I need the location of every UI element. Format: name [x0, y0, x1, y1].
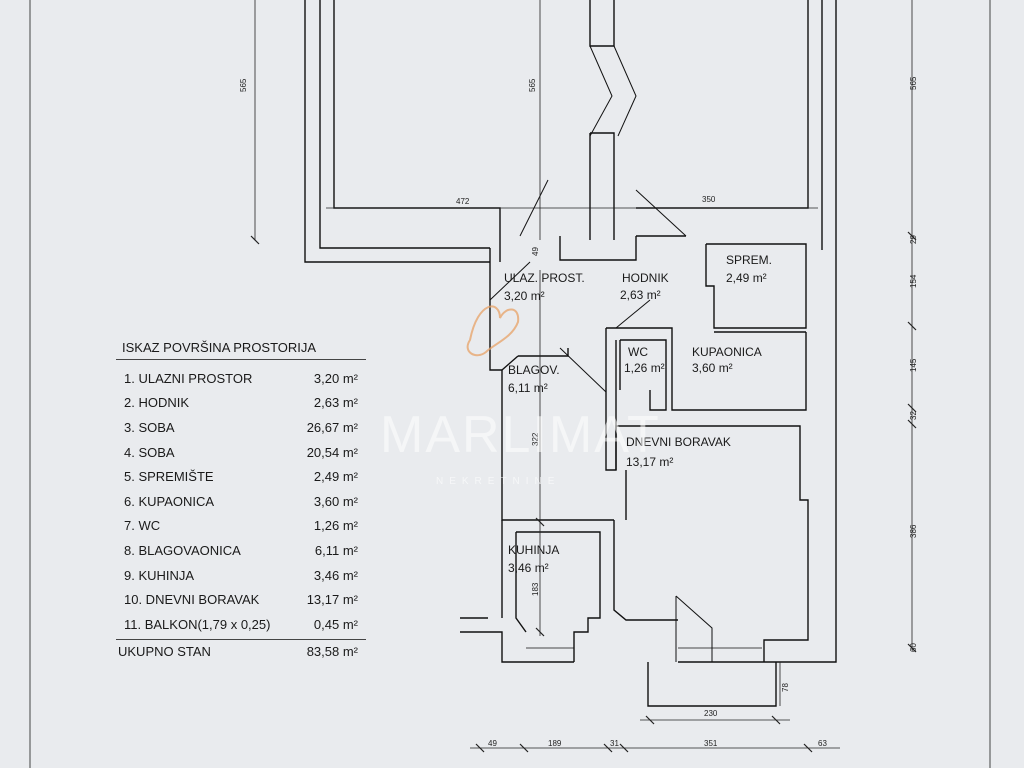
room-kuhinja-area: 3,46 m² — [508, 561, 549, 575]
legend-row: 4. SOBA 20,54 m² — [116, 440, 366, 465]
legend-row: 5. SPREMIŠTE 2,49 m² — [116, 464, 366, 489]
legend-label: 1. ULAZNI PROSTOR — [124, 370, 253, 386]
dim-29: 29 — [909, 235, 918, 244]
dim-78: 78 — [781, 683, 790, 692]
dim-bottom-49: 49 — [488, 739, 497, 748]
legend-row: 2. HODNIK 2,63 m² — [116, 391, 366, 416]
room-dnevni-area: 13,17 m² — [626, 455, 673, 469]
dim-565-right: 565 — [909, 76, 918, 90]
legend-label: 5. SPREMIŠTE — [124, 469, 214, 485]
legend-row: 6. KUPAONICA 3,60 m² — [116, 489, 366, 514]
legend-row: 8. BLAGOVAONICA 6,11 m² — [116, 538, 366, 563]
dim-350: 350 — [702, 195, 716, 204]
dim-565-left: 565 — [239, 78, 248, 92]
watermark: MARLIMAT NEKRETNINE — [380, 305, 661, 487]
legend-area: 26,67 m² — [306, 419, 358, 435]
legend-area: 6,11 m² — [314, 542, 358, 558]
legend-label: 4. SOBA — [124, 444, 175, 460]
dim-322: 322 — [531, 432, 540, 446]
legend-area: 3,20 m² — [313, 370, 358, 386]
legend-area: 3,60 m² — [313, 493, 358, 509]
legend-row: 1. ULAZNI PROSTOR 3,20 m² — [116, 366, 366, 391]
room-kupaonica-name: KUPAONICA — [692, 345, 762, 359]
dim-bottom-31: 31 — [610, 739, 619, 748]
legend-area: 13,17 m² — [306, 592, 358, 608]
room-dnevni-name: DNEVNI BORAVAK — [626, 435, 731, 449]
room-ulaz-name: ULAZ. PROST. — [504, 271, 585, 285]
dim-32: 32 — [909, 411, 918, 420]
dim-386: 386 — [909, 524, 918, 538]
squirrel-logo-icon — [466, 305, 520, 357]
legend-title: ISKAZ POVRŠINA PROSTORIJA — [116, 338, 366, 360]
legend-area: 20,54 m² — [306, 444, 358, 460]
legend-area: 3,46 m² — [313, 567, 358, 583]
room-wc-name: WC — [628, 345, 648, 359]
dim-49-top: 49 — [531, 247, 540, 256]
room-sprem-area: 2,49 m² — [726, 271, 767, 285]
legend-area: 2,49 m² — [313, 469, 358, 485]
legend-row: 9. KUHINJA 3,46 m² — [116, 563, 366, 588]
dim-145: 145 — [909, 358, 918, 372]
legend-area: 0,45 m² — [313, 616, 358, 632]
legend-row: 3. SOBA 26,67 m² — [116, 415, 366, 440]
legend-label: 10. DNEVNI BORAVAK — [124, 592, 260, 608]
room-ulaz-area: 3,20 m² — [504, 289, 545, 303]
legend-label: 6. KUPAONICA — [124, 493, 215, 509]
doors — [489, 45, 713, 662]
room-kuhinja-name: KUHINJA — [508, 543, 559, 557]
room-blagov-area: 6,11 m² — [508, 381, 548, 395]
legend-label: 2. HODNIK — [124, 395, 190, 411]
dim-154: 154 — [909, 274, 918, 288]
legend-row: 11. BALKON(1,79 x 0,25) 0,45 m² — [116, 612, 366, 637]
dim-60: 60 — [909, 643, 918, 652]
dimension-lines — [250, 0, 917, 753]
legend-row: 7. WC 1,26 m² — [116, 514, 366, 539]
legend-label: 3. SOBA — [124, 419, 175, 435]
legend-total: UKUPNO STAN 83,58 m² — [116, 638, 366, 659]
room-kupaonica-area: 3,60 m² — [692, 361, 733, 375]
dim-bottom-189: 189 — [548, 739, 562, 748]
legend-label: 9. KUHINJA — [124, 567, 195, 583]
dim-472: 472 — [456, 197, 470, 206]
legend-label: 11. BALKON(1,79 x 0,25) — [124, 616, 271, 632]
watermark-text: MARLIMAT — [380, 406, 661, 464]
room-hodnik-name: HODNIK — [622, 271, 669, 285]
dim-183: 183 — [531, 582, 540, 596]
legend-area: 2,63 m² — [313, 395, 358, 411]
dim-565-mid: 565 — [528, 78, 537, 92]
dimension-labels: 565 565 565 472 350 49 29 154 145 32 386… — [239, 76, 918, 748]
room-hodnik-area: 2,63 m² — [620, 288, 661, 302]
area-legend: ISKAZ POVRŠINA PROSTORIJA 1. ULAZNI PROS… — [116, 338, 366, 659]
dim-bottom-351: 351 — [704, 739, 718, 748]
legend-row: 10. DNEVNI BORAVAK 13,17 m² — [116, 587, 366, 612]
dim-bottom-63: 63 — [818, 739, 827, 748]
legend-label: 7. WC — [124, 518, 161, 534]
room-sprem-name: SPREM. — [726, 253, 772, 267]
room-labels: ULAZ. PROST. 3,20 m² HODNIK 2,63 m² SPRE… — [504, 253, 772, 575]
room-blagov-name: BLAGOV. — [508, 363, 560, 377]
room-wc-area: 1,26 m² — [624, 361, 665, 375]
legend-area: 1,26 m² — [313, 518, 358, 534]
legend-total-area: 83,58 m² — [306, 643, 358, 659]
legend-label: 8. BLAGOVAONICA — [124, 542, 241, 558]
watermark-subtext: NEKRETNINE — [436, 476, 560, 487]
dim-230: 230 — [704, 709, 718, 718]
legend-total-label: UKUPNO STAN — [118, 643, 211, 659]
